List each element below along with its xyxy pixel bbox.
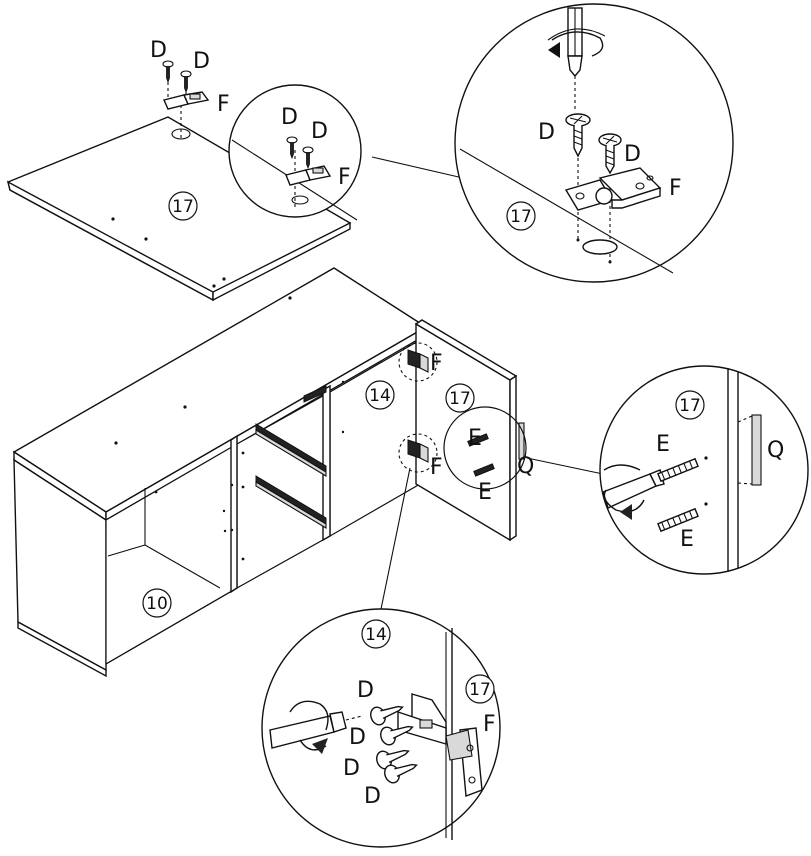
screw-d-top-1 — [162, 60, 174, 83]
part-number-17-detail: 17 — [469, 680, 491, 700]
leader-line-top — [371, 156, 464, 179]
leader-line-handle — [526, 457, 604, 475]
label-e-door-1: E — [468, 426, 482, 451]
part-number-17-large: 17 — [510, 207, 532, 227]
label-f-door-top: F — [430, 351, 443, 376]
part-number-17-door: 17 — [445, 383, 475, 413]
label-d-top-1: D — [150, 38, 167, 63]
label-f-door-bottom: F — [430, 455, 443, 480]
label-f-hinge: F — [483, 712, 496, 737]
screw-d-top-2 — [180, 70, 192, 93]
detail-circle-hinge-small: D D F — [228, 84, 362, 221]
hinge-small-top — [163, 91, 210, 110]
svg-text:17: 17 — [172, 197, 194, 217]
part-number-14: 14 — [365, 380, 395, 410]
part-number-17-handle: 17 — [679, 396, 701, 416]
label-d-hinge-3: D — [343, 756, 360, 781]
detail-circle-door-hinge: 14 17 D D D D F — [261, 608, 501, 848]
label-e-door-2: E — [478, 480, 492, 505]
label-d-top-2: D — [193, 49, 210, 74]
label-e-detail-2: E — [680, 527, 694, 552]
label-d-large-2: D — [624, 142, 641, 167]
detail-circle-hinge-large: D D F 17 — [454, 3, 734, 283]
svg-text:10: 10 — [146, 594, 168, 614]
part-number-17-top: 17 — [168, 191, 198, 221]
label-d-hinge-1: D — [357, 678, 374, 703]
label-d-hinge-4: D — [364, 784, 381, 809]
label-f-top: F — [217, 92, 230, 117]
svg-text:14: 14 — [369, 386, 391, 406]
label-d-detail-2: D — [311, 119, 328, 144]
label-d-detail-1: D — [281, 105, 298, 130]
label-e-detail-1: E — [656, 432, 670, 457]
door-panel-17 — [398, 319, 527, 542]
svg-text:17: 17 — [449, 389, 471, 409]
label-d-hinge-2: D — [349, 725, 366, 750]
part-number-10: 10 — [142, 588, 172, 618]
detail-circle-handle: 17 E E Q — [599, 365, 809, 575]
leader-line-hinge — [379, 467, 411, 615]
part-number-14-detail: 14 — [365, 625, 387, 645]
label-q-detail: Q — [767, 438, 784, 463]
label-f-large: F — [669, 176, 682, 201]
label-d-large-1: D — [538, 120, 555, 145]
label-f-detail: F — [338, 165, 351, 190]
label-q-door: Q — [517, 454, 534, 479]
